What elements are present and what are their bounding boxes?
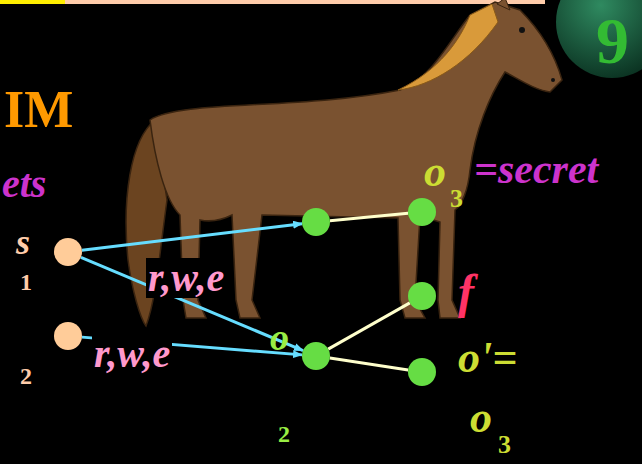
- horse-mane: [398, 4, 498, 90]
- subscript: 2: [278, 422, 290, 446]
- label-text: 3: [498, 432, 511, 458]
- slide-title: IM: [4, 84, 73, 136]
- subject-letter: f: [458, 268, 474, 316]
- subject-circle: s1: [54, 238, 82, 266]
- object-circle: f: [408, 282, 436, 310]
- rights-label: r,w,e: [146, 258, 226, 298]
- access-arrow: [82, 224, 302, 251]
- subject-letter: s: [16, 224, 30, 260]
- subject-letter: o: [270, 318, 289, 356]
- link-line: [328, 303, 410, 349]
- page-number: 9: [596, 8, 629, 74]
- subject-circle: 2: [54, 322, 82, 350]
- horse-ear: [497, 0, 510, 10]
- subscript: 3: [450, 186, 463, 212]
- horse-eye: [519, 27, 525, 33]
- page-ball: [556, 0, 642, 78]
- rights-label: r,w,e: [92, 334, 172, 374]
- object-circle: [302, 208, 330, 236]
- object-circle: o'=o3: [408, 358, 436, 386]
- subject-letter: o: [424, 150, 446, 194]
- subject-letter: o'=: [458, 336, 517, 380]
- object-circle: o3=secret: [408, 198, 436, 226]
- horse-nostril: [551, 78, 555, 82]
- subscript: 1: [20, 270, 32, 294]
- label-text: =secret: [474, 148, 598, 190]
- link-line: [330, 358, 408, 370]
- subscript: o: [470, 396, 492, 440]
- subject-letter: 2: [20, 364, 32, 388]
- object-circle: o2: [302, 342, 330, 370]
- top-bar: [0, 0, 65, 4]
- top-bar: [65, 0, 545, 4]
- link-line: [330, 213, 408, 220]
- title-fragment: ets: [2, 164, 46, 204]
